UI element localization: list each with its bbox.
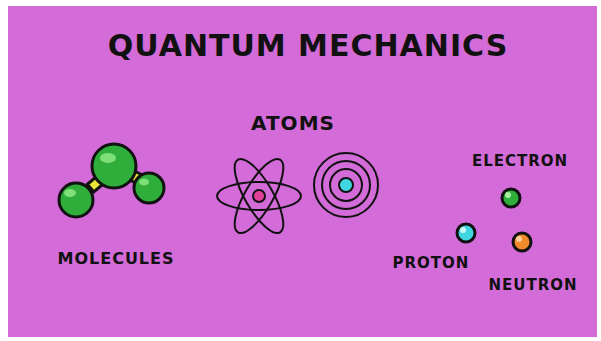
atom-shell-illustration — [314, 153, 378, 217]
atom-orbit-illustration — [217, 153, 301, 240]
part-label: ATOMS — [251, 111, 335, 135]
part-label: MOLECULES — [57, 249, 174, 268]
part-label: ELECTRON — [472, 152, 568, 170]
title: QUANTUM MECHANICS — [108, 28, 509, 63]
molecule-illustration — [59, 144, 164, 217]
part-label: NEUTRON — [488, 276, 577, 294]
particle-illustration — [457, 189, 531, 251]
part-label: PROTON — [393, 254, 470, 272]
